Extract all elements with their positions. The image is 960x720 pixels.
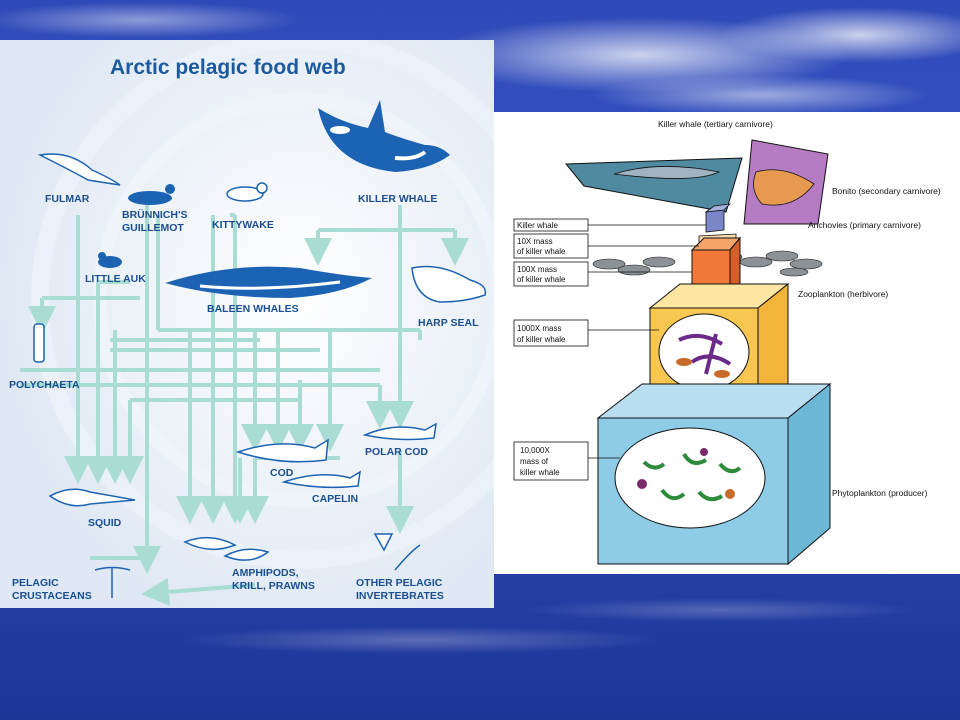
label-harp-seal: HARP SEAL bbox=[418, 317, 479, 329]
killer-whale-slab bbox=[564, 157, 743, 213]
label-baleen-whales: BALEEN WHALES bbox=[207, 303, 299, 315]
mass-box-100x: 100X mass of killer whale bbox=[513, 261, 692, 287]
label-capelin: CAPELIN bbox=[312, 493, 358, 505]
food-web-title: Arctic pelagic food web bbox=[110, 56, 346, 79]
label-polychaeta: POLYCHAETA bbox=[9, 379, 80, 391]
svg-text:mass of: mass of bbox=[520, 457, 549, 466]
arctic-food-web-panel: Arctic pelagic food web bbox=[0, 40, 494, 608]
killer-whale-icon bbox=[318, 100, 450, 172]
phytoplankton-cube bbox=[596, 382, 832, 566]
svg-text:of killer whale: of killer whale bbox=[517, 335, 566, 344]
label-bonito: Bonito (secondary carnivore) bbox=[832, 186, 941, 196]
amphipods-icon bbox=[183, 536, 270, 561]
other-invertebrates-icon bbox=[373, 533, 421, 571]
label-zooplankton: Zooplankton (herbivore) bbox=[798, 289, 888, 299]
label-cod: COD bbox=[270, 467, 294, 479]
label-polar-cod: POLAR COD bbox=[365, 446, 428, 458]
baleen-whale-icon bbox=[165, 266, 372, 298]
label-pelagic-2: CRUSTACEANS bbox=[12, 590, 92, 602]
svg-text:100X mass: 100X mass bbox=[517, 265, 557, 274]
label-brunnich-1: BRÜNNICH'S bbox=[122, 208, 188, 221]
pelagic-crustacean-icon bbox=[94, 566, 131, 598]
label-fulmar: FULMAR bbox=[45, 193, 90, 205]
label-other-2: INVERTEBRATES bbox=[356, 590, 444, 602]
label-phytoplankton: Phytoplankton (producer) bbox=[832, 488, 928, 498]
svg-text:of killer whale: of killer whale bbox=[517, 275, 566, 284]
killer-whale-cube bbox=[704, 203, 732, 233]
label-other-1: OTHER PELAGIC bbox=[356, 577, 443, 589]
squid-icon bbox=[48, 488, 136, 507]
label-little-auk: LITTLE AUK bbox=[85, 273, 146, 285]
label-kittywake: KITTYWAKE bbox=[212, 219, 274, 231]
svg-text:1000X mass: 1000X mass bbox=[517, 324, 561, 333]
food-web-arrows bbox=[20, 200, 469, 606]
label-amphipods-1: AMPHIPODS, bbox=[232, 567, 299, 579]
label-anchovies: Anchovies (primary carnivore) bbox=[808, 220, 921, 230]
cod-icon bbox=[235, 438, 329, 463]
mass-box-killer-whale: Killer whale bbox=[513, 218, 706, 232]
mass-box-1000x: 1000X mass of killer whale bbox=[513, 319, 659, 347]
label-killer-whale: KILLER WHALE bbox=[358, 193, 437, 205]
svg-text:of killer whale: of killer whale bbox=[517, 247, 566, 256]
harp-seal-icon bbox=[411, 265, 487, 303]
guillemot-icon bbox=[128, 184, 175, 205]
bonito-slab bbox=[743, 139, 829, 225]
label-pelagic-1: PELAGIC bbox=[12, 577, 59, 589]
little-auk-icon bbox=[98, 252, 122, 268]
svg-text:Killer whale: Killer whale bbox=[517, 221, 558, 230]
fulmar-icon bbox=[37, 153, 121, 186]
label-brunnich-2: GUILLEMOT bbox=[122, 222, 184, 234]
label-killer-whale-tertiary: Killer whale (tertiary carnivore) bbox=[658, 119, 773, 129]
label-amphipods-2: KRILL, PRAWNS bbox=[232, 580, 315, 592]
svg-text:killer whale: killer whale bbox=[520, 468, 560, 477]
mass-box-10x: 10X mass of killer whale bbox=[513, 233, 699, 259]
zooplankton-cube bbox=[648, 282, 790, 410]
polar-cod-icon bbox=[362, 422, 437, 441]
biomass-pyramid-panel: Killer whale (tertiary carnivore) Bonito… bbox=[494, 112, 960, 574]
capelin-icon bbox=[281, 470, 361, 489]
svg-text:10X mass: 10X mass bbox=[517, 237, 553, 246]
polychaeta-icon bbox=[33, 323, 45, 363]
kittywake-icon bbox=[226, 182, 268, 202]
mass-box-10000x: 10,000X mass of killer whale bbox=[513, 441, 620, 481]
svg-text:10,000X: 10,000X bbox=[520, 446, 550, 455]
label-squid: SQUID bbox=[88, 517, 122, 529]
